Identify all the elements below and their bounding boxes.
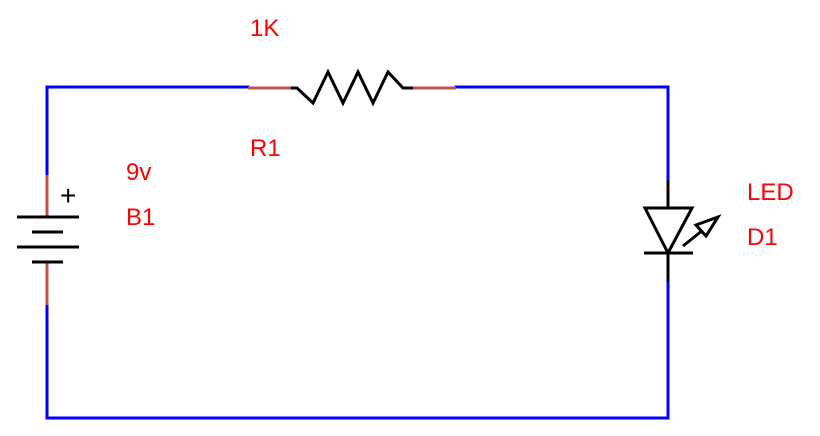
wires xyxy=(45,85,670,420)
led-designator-label: D1 xyxy=(747,224,778,251)
battery-symbol[interactable]: + xyxy=(17,175,79,305)
resistor-symbol[interactable] xyxy=(248,68,456,107)
led-value-label: LED xyxy=(747,179,794,206)
led-symbol[interactable] xyxy=(642,180,722,282)
led-triangle xyxy=(642,206,695,257)
battery-plus-mark: + xyxy=(60,180,76,211)
wire-top-right xyxy=(454,85,670,182)
led-emission-arrowhead-icon xyxy=(693,214,722,239)
battery-value-label: 9v xyxy=(126,159,151,186)
resistor-zigzag xyxy=(291,68,413,107)
battery-designator-label: B1 xyxy=(126,204,155,231)
wire-top-left xyxy=(45,85,250,177)
resistor-designator-label: R1 xyxy=(250,135,281,162)
resistor-value-label: 1K xyxy=(250,15,279,42)
wire-bottom xyxy=(45,280,670,420)
